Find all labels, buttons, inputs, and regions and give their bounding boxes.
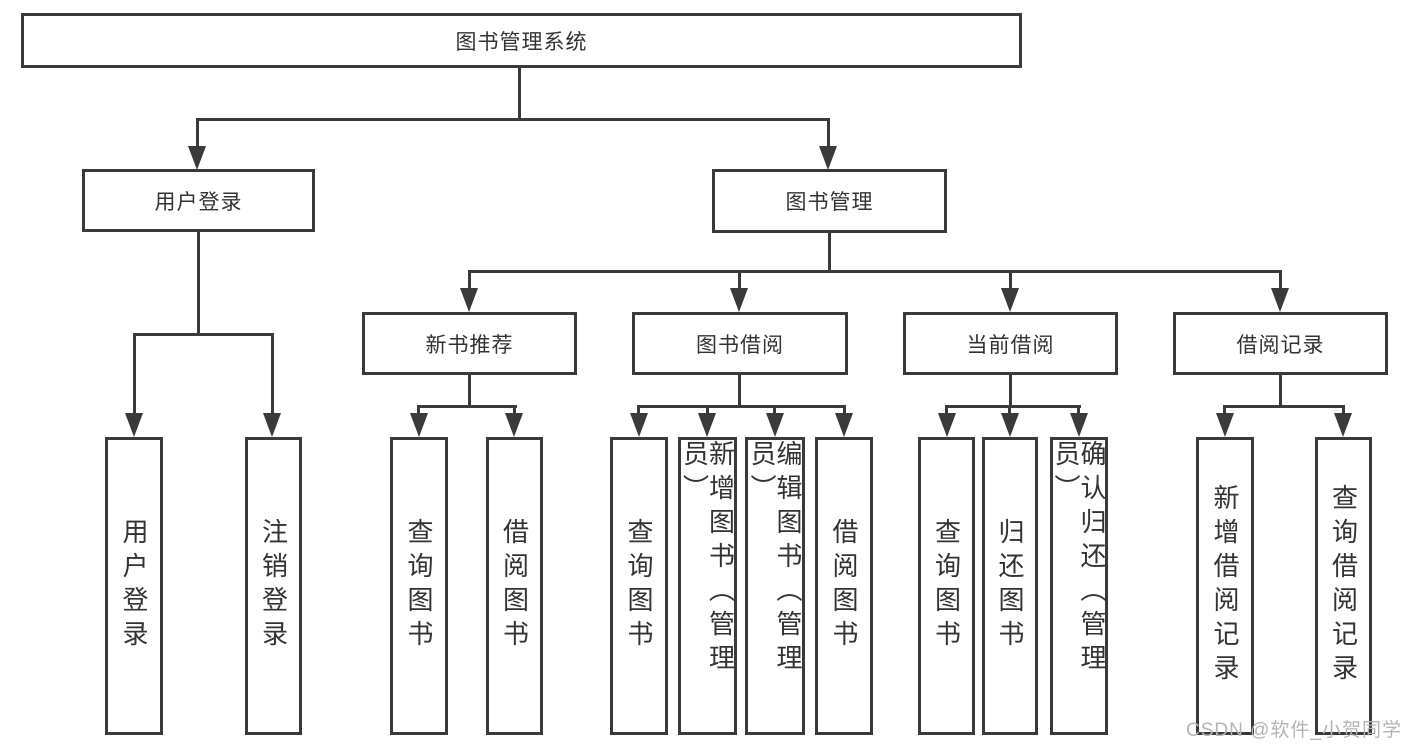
connector-line bbox=[1009, 270, 1012, 290]
connector-line bbox=[828, 233, 831, 273]
leaf-confirm-return-admin: 确认归还（管理员） bbox=[1050, 437, 1108, 735]
arrowhead-down-icon bbox=[630, 413, 648, 437]
arrowhead-down-icon bbox=[1001, 288, 1019, 312]
leaf-add-borrow-record: 新增借阅记录 bbox=[1196, 437, 1254, 735]
arrowhead-down-icon bbox=[125, 413, 143, 437]
connector-line bbox=[738, 375, 741, 408]
connector-line bbox=[843, 405, 846, 417]
connector-line bbox=[945, 405, 1081, 408]
connector-line bbox=[1279, 270, 1282, 290]
arrowhead-down-icon bbox=[698, 413, 716, 437]
connector-line bbox=[1008, 405, 1011, 417]
connector-line bbox=[133, 333, 136, 414]
arrowhead-down-icon bbox=[938, 413, 956, 437]
connector-line bbox=[196, 118, 199, 148]
connector-line bbox=[738, 270, 741, 290]
leaf-query-book-2: 查询图书 bbox=[610, 437, 668, 735]
connector-line bbox=[637, 405, 846, 408]
node-user-login: 用户登录 bbox=[82, 169, 315, 232]
leaf-logout: 注销登录 bbox=[245, 437, 302, 735]
node-root-library-system: 图书管理系统 bbox=[21, 13, 1022, 68]
arrowhead-down-icon bbox=[1334, 413, 1352, 437]
arrowhead-down-icon bbox=[188, 146, 206, 170]
connector-line bbox=[1279, 375, 1282, 408]
leaf-borrow-book-1: 借阅图书 bbox=[486, 437, 543, 735]
arrowhead-down-icon bbox=[1216, 413, 1234, 437]
connector-line bbox=[1077, 405, 1080, 417]
arrowhead-down-icon bbox=[766, 413, 784, 437]
arrowhead-down-icon bbox=[1070, 413, 1088, 437]
connector-line bbox=[945, 405, 948, 417]
connector-line bbox=[197, 232, 200, 336]
leaf-query-book-3: 查询图书 bbox=[918, 437, 975, 735]
node-book-borrow: 图书借阅 bbox=[632, 312, 848, 375]
node-borrow-records: 借阅记录 bbox=[1173, 312, 1388, 375]
arrowhead-down-icon bbox=[410, 413, 428, 437]
arrowhead-down-icon bbox=[505, 413, 523, 437]
arrowhead-down-icon bbox=[1271, 288, 1289, 312]
arrowhead-down-icon bbox=[460, 288, 478, 312]
connector-line bbox=[827, 118, 830, 148]
connector-line bbox=[417, 405, 420, 417]
arrowhead-down-icon bbox=[263, 413, 281, 437]
arrowhead-down-icon bbox=[730, 288, 748, 312]
node-current-borrow: 当前借阅 bbox=[903, 312, 1118, 375]
leaf-edit-book-admin: 编辑图书（管理员） bbox=[745, 437, 805, 735]
csdn-watermark: CSDN @软件_小贺同学 bbox=[1186, 720, 1402, 741]
connector-line bbox=[773, 405, 776, 417]
connector-line bbox=[271, 333, 274, 414]
node-book-management: 图书管理 bbox=[712, 169, 947, 233]
connector-line bbox=[513, 405, 516, 417]
leaf-return-book: 归还图书 bbox=[982, 437, 1038, 735]
leaf-query-borrow-record: 查询借阅记录 bbox=[1315, 437, 1372, 735]
arrowhead-down-icon bbox=[835, 413, 853, 437]
connector-line bbox=[1342, 405, 1345, 417]
leaf-add-book-admin: 新增图书（管理员） bbox=[678, 437, 737, 735]
connector-line bbox=[133, 333, 274, 336]
leaf-user-login: 用户登录 bbox=[105, 437, 163, 735]
connector-line bbox=[468, 375, 471, 408]
leaf-query-book-1: 查询图书 bbox=[390, 437, 448, 735]
connector-line bbox=[196, 118, 830, 121]
connector-line bbox=[637, 405, 640, 417]
connector-line bbox=[1009, 375, 1012, 408]
connector-line bbox=[468, 270, 471, 290]
arrowhead-down-icon bbox=[1001, 413, 1019, 437]
connector-line bbox=[518, 68, 521, 120]
node-new-book-recommend: 新书推荐 bbox=[362, 312, 577, 375]
connector-line bbox=[468, 270, 1282, 273]
connector-line bbox=[417, 405, 517, 408]
connector-line bbox=[1223, 405, 1345, 408]
arrowhead-down-icon bbox=[819, 146, 837, 170]
connector-line bbox=[706, 405, 709, 417]
leaf-borrow-book-2: 借阅图书 bbox=[815, 437, 873, 735]
connector-line bbox=[1223, 405, 1226, 417]
